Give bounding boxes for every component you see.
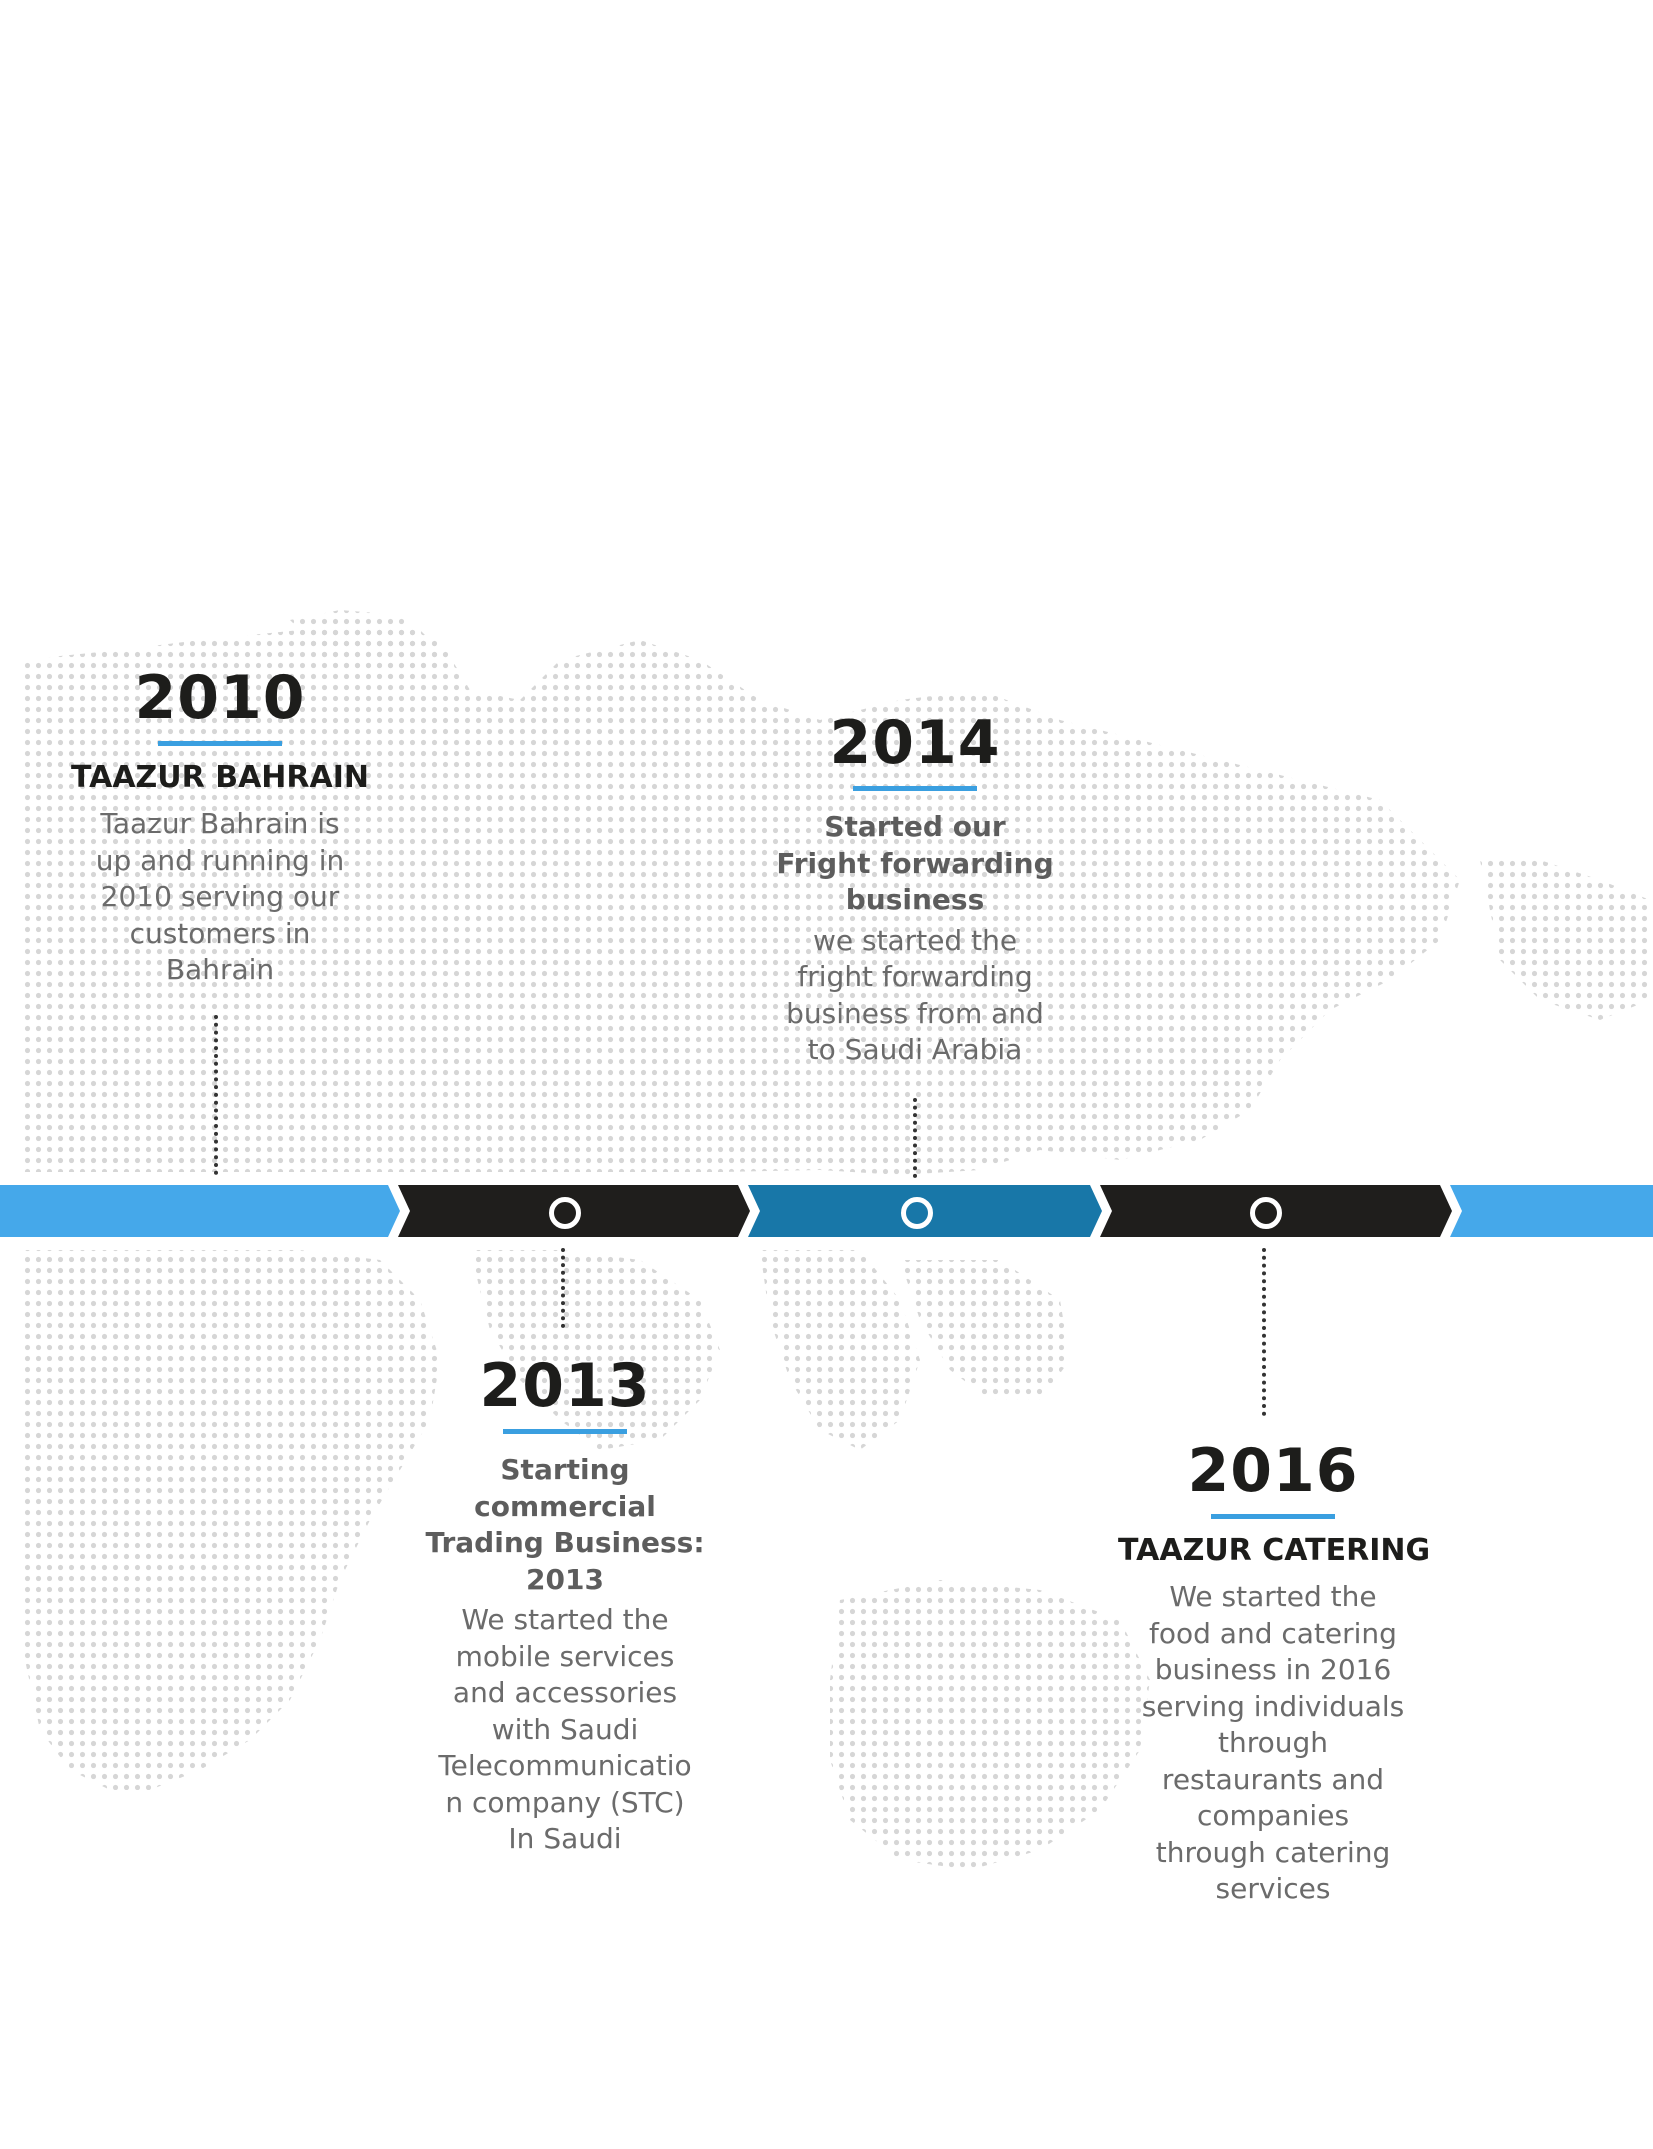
- milestone-2014: 2014 Started our Fright forwarding busin…: [765, 710, 1065, 1069]
- milestone-year: 2014: [829, 708, 1001, 778]
- milestone-year: 2016: [1187, 1436, 1359, 1506]
- milestone-2016: 2016 TAAZUR CATERING We started the food…: [1118, 1436, 1431, 1908]
- connector-2010: [214, 1015, 218, 1175]
- timeline-segment-1: [0, 1185, 400, 1237]
- connector-2013: [561, 1248, 565, 1328]
- year-underline: [503, 1429, 627, 1434]
- year-underline: [158, 741, 282, 746]
- milestone-description: We started the food and catering busines…: [1141, 1580, 1405, 1905]
- milestone-description: We started the mobile services and acces…: [438, 1603, 692, 1855]
- milestone-year: 2010: [134, 663, 306, 733]
- year-underline: [1211, 1514, 1335, 1519]
- map-dots: [20, 610, 1650, 1870]
- milestone-2013: 2013 Starting commercial Trading Busines…: [415, 1353, 715, 1858]
- milestone-subtitle: Started our Fright forwarding business: [776, 810, 1054, 916]
- timeline-node-2014: [901, 1197, 933, 1229]
- milestone-description: Taazur Bahrain is up and running in 2010…: [95, 807, 345, 986]
- milestone-year: 2013: [479, 1351, 651, 1421]
- timeline-node-2013: [549, 1197, 581, 1229]
- milestone-subtitle: Starting commercial Trading Business: 20…: [425, 1453, 705, 1596]
- milestone-2010: 2010 TAAZUR BAHRAIN Taazur Bahrain is up…: [60, 665, 380, 989]
- year-underline: [853, 786, 977, 791]
- milestone-heading: TAAZUR CATERING: [1118, 1533, 1431, 1568]
- milestone-heading: TAAZUR BAHRAIN: [70, 760, 369, 795]
- timeline-segment-5: [1450, 1185, 1653, 1237]
- connector-2016: [1262, 1248, 1266, 1416]
- milestone-description: we started the fright forwarding busines…: [786, 923, 1044, 1067]
- timeline-node-2016: [1250, 1197, 1282, 1229]
- timeline-bar: [0, 1185, 1653, 1237]
- connector-2014: [913, 1098, 917, 1178]
